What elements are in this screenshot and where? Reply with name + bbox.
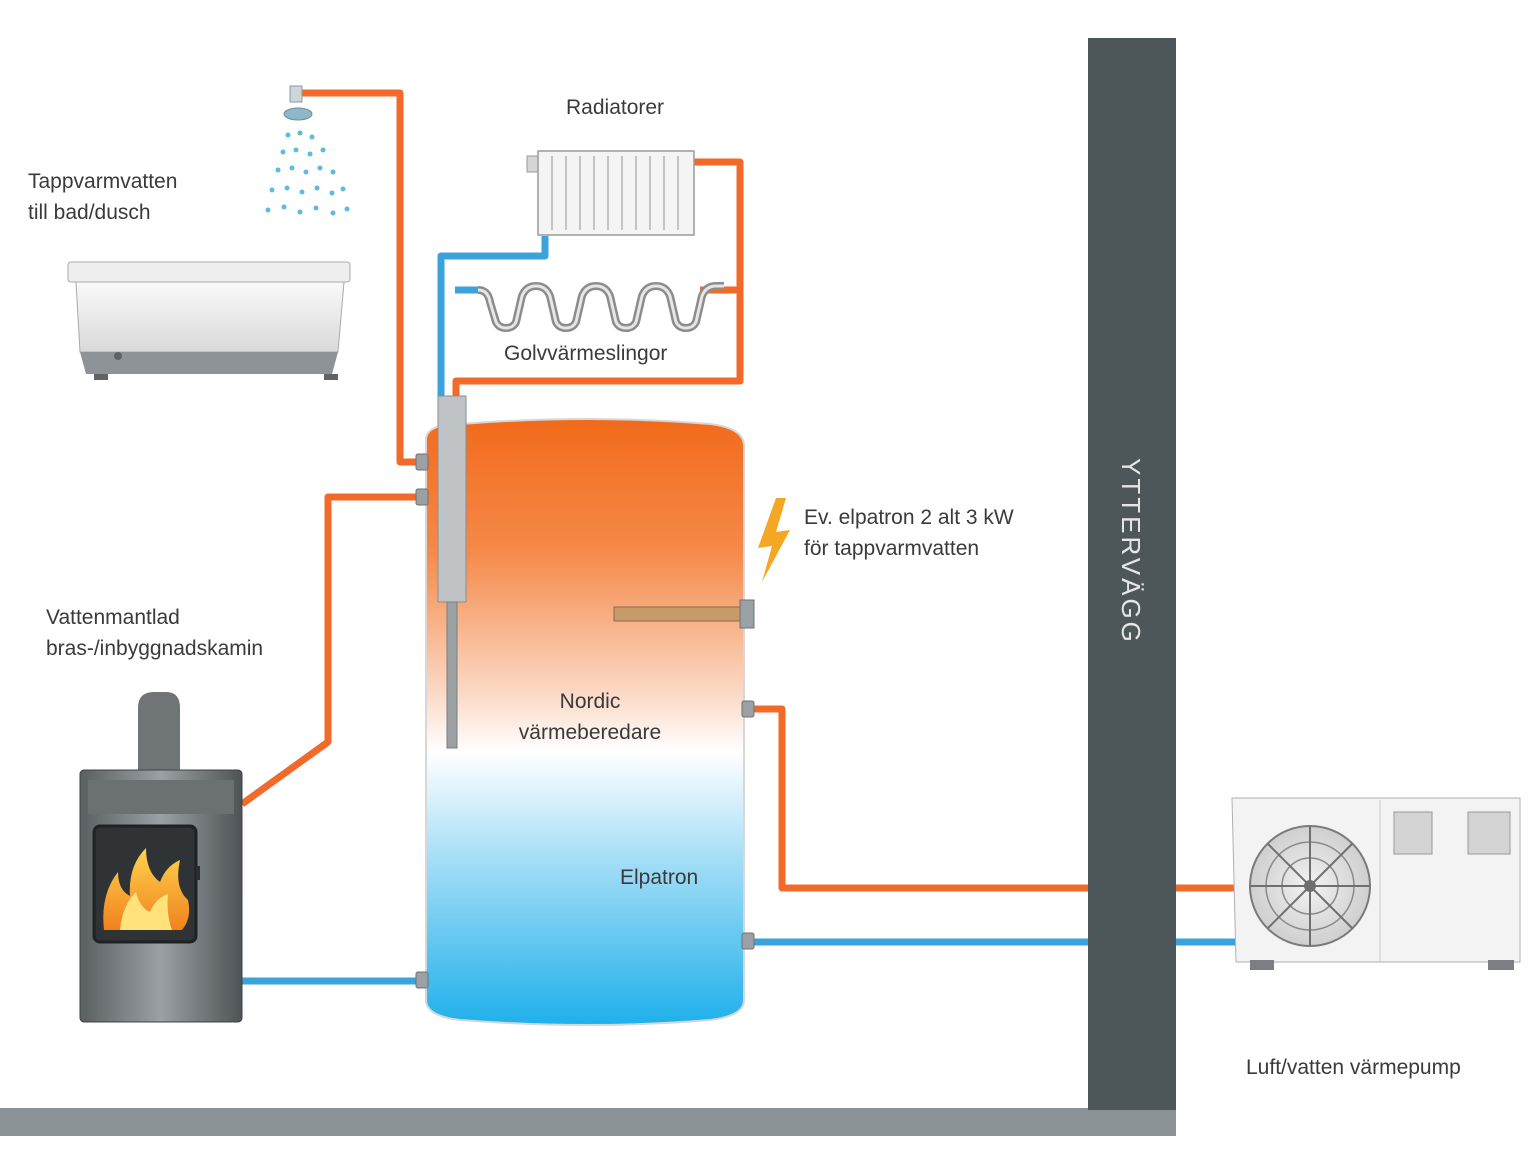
label-outer-wall: YTTERVÄGG (1116, 458, 1146, 645)
label-hot-water-line-1: Tappvarmvatten (28, 170, 178, 193)
bathtub-icon (67, 261, 351, 380)
stove-icon (79, 692, 243, 1023)
label-immersion-heater-optional: Ev. elpatron 2 alt 3 kW för tappvarmvatt… (804, 502, 1014, 564)
label-hot-water: Tappvarmvatten till bad/dusch (28, 166, 177, 228)
label-stove: Vattenmantlad bras-/inbyggnadskamin (46, 602, 263, 664)
shower-icon (265, 85, 350, 216)
pipe-heatpump-hot (748, 705, 1088, 892)
fan-icon (1249, 825, 1371, 947)
label-floor-heating: Golvvärmeslingor (504, 342, 668, 365)
label-heater-tank-line-1: Nordic (559, 690, 621, 713)
floor (0, 1108, 1176, 1136)
label-stove-line-2: bras-/inbyggnadskamin (46, 637, 264, 660)
label-heater-tank-line-2: värmeberedare (518, 721, 662, 744)
label-immersion-heater: Elpatron (620, 866, 699, 889)
pipe-hot-water-shower (300, 89, 420, 466)
label-immersion-heater-optional-line-1: Ev. elpatron 2 alt 3 kW (804, 506, 1014, 529)
radiator-icon (526, 150, 695, 236)
pipe-stove-hot (239, 493, 420, 807)
heater-tank (415, 395, 755, 1026)
lightning-icon (758, 498, 790, 582)
flame-icon (103, 848, 190, 930)
outer-wall (1088, 38, 1176, 1110)
label-immersion-heater-optional-line-2: för tappvarmvatten (804, 537, 980, 560)
label-hot-water-line-2: till bad/dusch (28, 201, 151, 224)
label-radiators: Radiatorer (566, 96, 665, 119)
heat-pump-icon (1231, 797, 1521, 970)
label-heater-tank: Nordic värmeberedare (504, 686, 676, 748)
floor-coil-icon (477, 282, 724, 332)
label-stove-line-1: Vattenmantlad (46, 606, 180, 629)
label-heat-pump: Luft/vatten värmepump (1246, 1056, 1461, 1079)
pipe-radiator-cold (437, 236, 549, 400)
pipe-radiator-hot (452, 158, 744, 397)
